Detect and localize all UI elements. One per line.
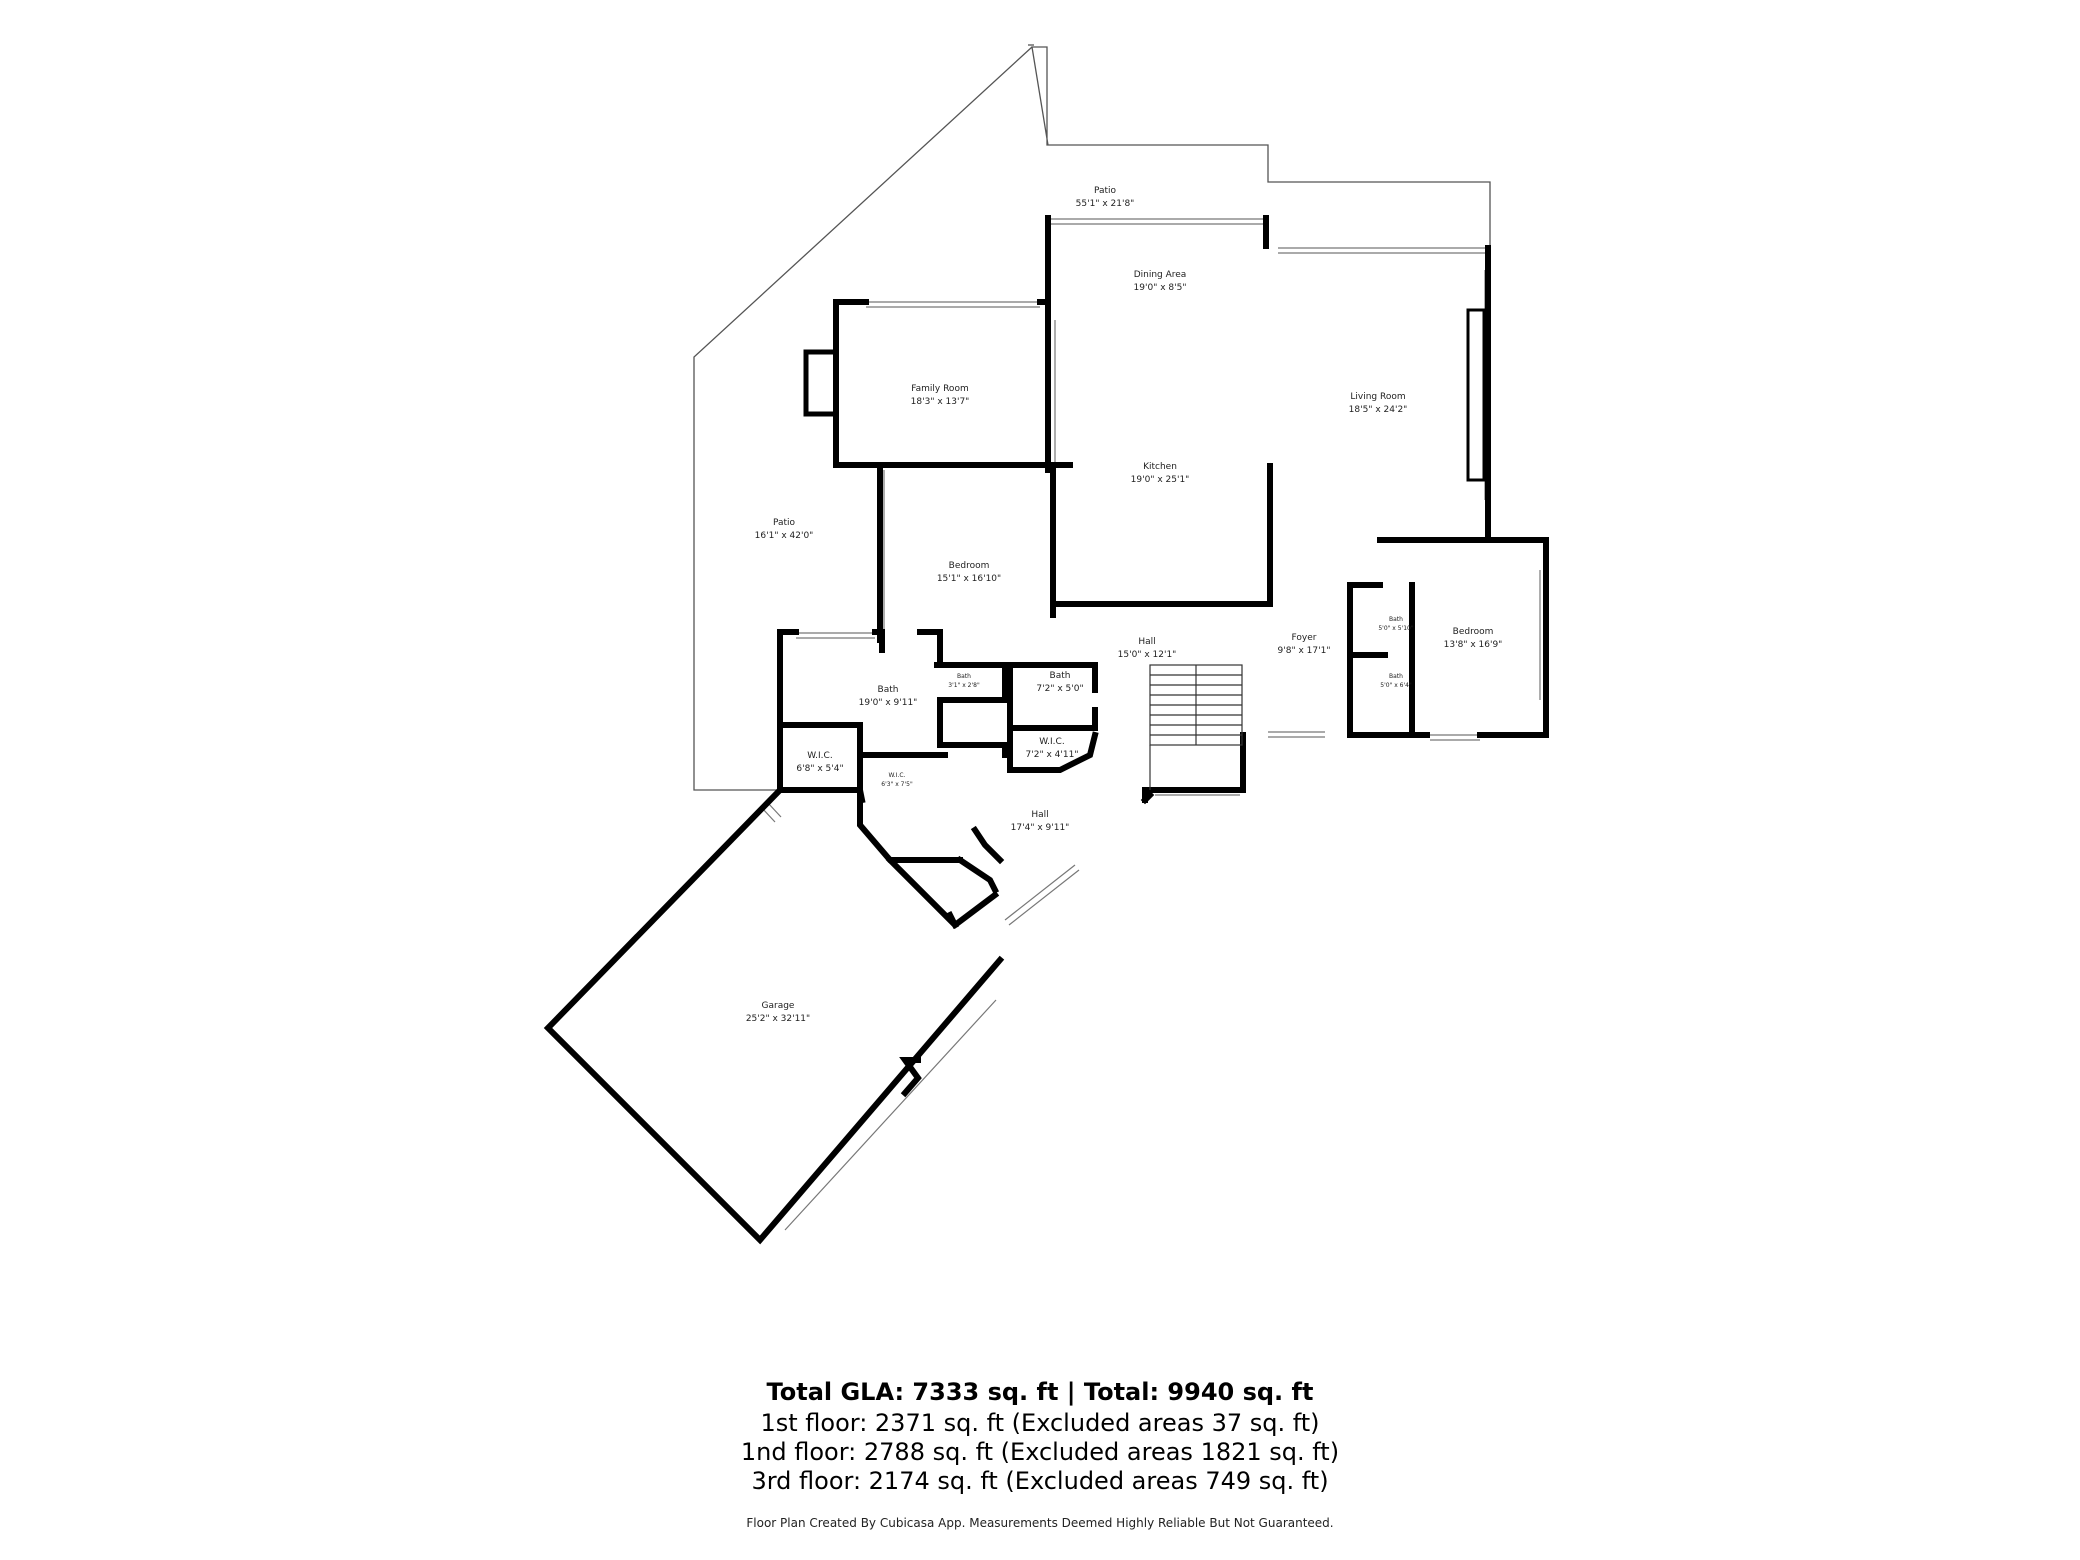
room-dims: 15'0" x 12'1": [1118, 650, 1177, 660]
room-name: Hall: [1138, 637, 1155, 647]
disclaimer: Floor Plan Created By Cubicasa App. Meas…: [746, 1516, 1334, 1530]
room-name: Patio: [1094, 186, 1117, 196]
room-dims: 19'0" x 8'5": [1134, 283, 1187, 293]
floor-1-area: 1st floor: 2371 sq. ft (Excluded areas 3…: [760, 1409, 1320, 1437]
room-name: W.I.C.: [1039, 737, 1064, 747]
room-name: Hall: [1031, 810, 1048, 820]
walls: [543, 215, 1549, 1245]
room-dims: 7'2" x 4'11": [1026, 750, 1079, 760]
room-name: Patio: [773, 518, 796, 528]
total-area: Total GLA: 7333 sq. ft | Total: 9940 sq.…: [766, 1378, 1314, 1406]
room-name: Bedroom: [1453, 627, 1494, 637]
room-dims: 19'0" x 9'11": [859, 698, 918, 708]
room-dims: 7'2" x 5'0": [1036, 684, 1083, 694]
room-dims: 9'8" x 17'1": [1278, 646, 1331, 656]
room-name: Garage: [762, 1001, 795, 1011]
room-name: Bedroom: [949, 561, 990, 571]
room-name: Family Room: [911, 384, 968, 394]
room-name: Living Room: [1350, 392, 1405, 402]
fireplaces: [803, 308, 1486, 482]
room-name: Dining Area: [1134, 270, 1187, 280]
patio-outline: [693, 44, 1491, 791]
room-dims: 5'0" x 5'10": [1378, 625, 1414, 632]
room-dims: 55'1" x 21'8": [1076, 199, 1135, 209]
room-dims: 16'1" x 42'0": [755, 531, 814, 541]
room-name: Bath: [957, 673, 971, 680]
room-name: W.I.C.: [807, 751, 832, 761]
room-dims: 18'5" x 24'2": [1349, 405, 1408, 415]
room-dims: 18'3" x 13'7": [911, 397, 970, 407]
room-name: Bath: [1389, 616, 1403, 623]
room-name: Kitchen: [1143, 462, 1177, 472]
room-name: Bath: [878, 685, 899, 695]
floor-3-area: 3rd floor: 2174 sq. ft (Excluded areas 7…: [751, 1467, 1329, 1495]
room-dims: 19'0" x 25'1": [1131, 475, 1190, 485]
room-dims: 6'3" x 7'5": [881, 781, 913, 788]
room-labels: Patio 55'1" x 21'8" Dining Area 19'0" x …: [746, 186, 1503, 1024]
floor-plan: Patio 55'1" x 21'8" Dining Area 19'0" x …: [543, 44, 1549, 1245]
room-dims: 6'8" x 5'4": [796, 764, 843, 774]
room-name: Foyer: [1292, 633, 1317, 643]
stairs: [1149, 664, 1243, 790]
room-name: Bath: [1050, 671, 1071, 681]
room-name: W.I.C.: [889, 772, 906, 779]
room-dims: 5'0" x 6'4": [1380, 682, 1412, 689]
room-dims: 13'8" x 16'9": [1444, 640, 1503, 650]
room-dims: 15'1" x 16'10": [937, 574, 1001, 584]
room-dims: 3'1" x 2'8": [948, 682, 980, 689]
room-name: Bath: [1389, 673, 1403, 680]
floor-2-area: 1nd floor: 2788 sq. ft (Excluded areas 1…: [740, 1438, 1340, 1466]
room-dims: 17'4" x 9'11": [1011, 823, 1070, 833]
room-dims: 25'2" x 32'11": [746, 1014, 810, 1024]
